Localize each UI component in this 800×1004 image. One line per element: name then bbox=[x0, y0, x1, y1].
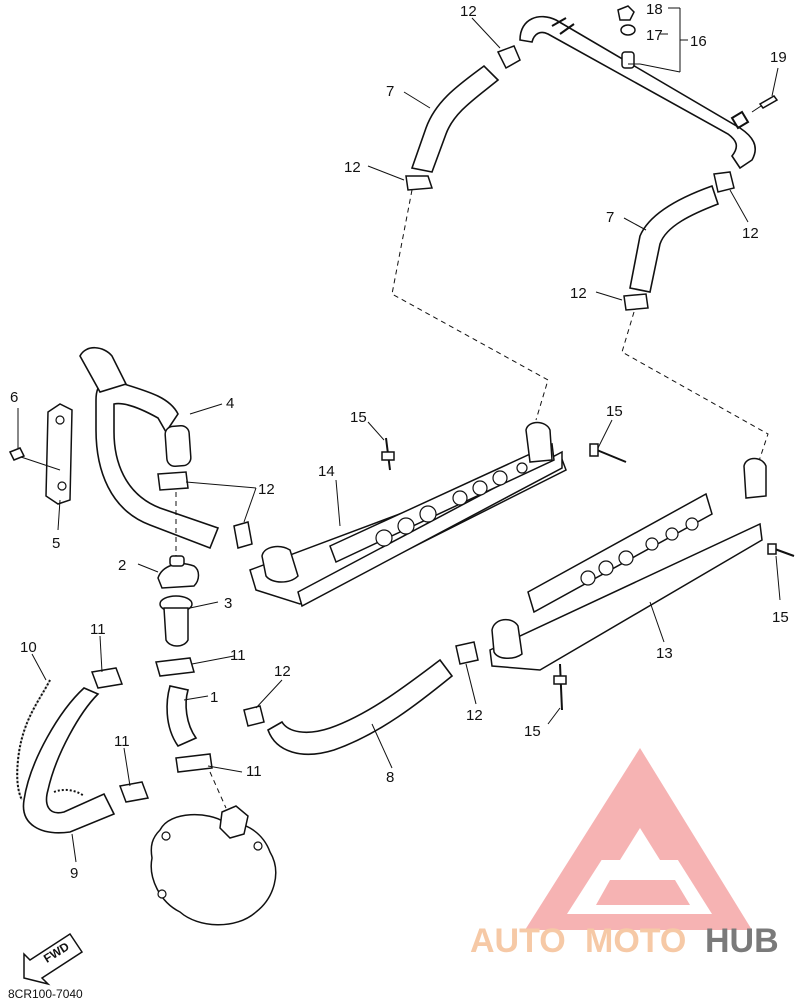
automotohub-logo bbox=[525, 748, 752, 930]
callout-5: 5 bbox=[52, 535, 60, 552]
clamp-11-b bbox=[90, 667, 124, 689]
stay-bracket-5 bbox=[8, 403, 73, 505]
clamp-12-lower-left bbox=[243, 705, 265, 727]
hose-4-pipe bbox=[79, 346, 220, 550]
upper-pipe-assembly bbox=[519, 5, 779, 170]
automotohub-wordmark: AUTO MOTO HUB bbox=[470, 922, 779, 960]
hose-7-left bbox=[410, 64, 500, 173]
callout-12-right-lower: 12 bbox=[570, 285, 587, 302]
bolt-15-c bbox=[767, 543, 795, 557]
thermostat-cover-2 bbox=[157, 555, 200, 589]
clamp-upper-right bbox=[730, 110, 750, 130]
callout-6: 6 bbox=[10, 389, 18, 406]
callout-12: 12 bbox=[460, 3, 477, 20]
leader-lines bbox=[17, 7, 781, 863]
clamp-12-right-lower bbox=[623, 293, 649, 311]
callout-18: 18 bbox=[646, 1, 663, 18]
oil-cooler-13 bbox=[489, 457, 767, 671]
thermostat-3 bbox=[159, 595, 193, 647]
clamp-12-mid-right bbox=[233, 521, 253, 549]
callout-11-d: 11 bbox=[114, 733, 130, 750]
bolt-15-b bbox=[589, 443, 627, 463]
callout-12-right: 12 bbox=[742, 225, 759, 242]
callout-2: 2 bbox=[118, 557, 126, 574]
hose-8 bbox=[267, 658, 454, 756]
callout-14: 14 bbox=[318, 463, 335, 480]
callout-3: 3 bbox=[224, 595, 232, 612]
oil-cooler-14 bbox=[249, 421, 567, 608]
clamp-12-lower-right bbox=[455, 641, 479, 665]
callout-17: 17 bbox=[646, 27, 663, 44]
callout-labels: 12 18 17 16 19 7 12 7 12 12 4 6 15 15 14… bbox=[10, 1, 789, 882]
bolt-15-d bbox=[553, 663, 567, 711]
pipe-fitting bbox=[621, 51, 635, 69]
callout-15-b: 15 bbox=[606, 403, 623, 420]
watermark-auto: AUTO bbox=[470, 922, 566, 960]
diagram-code: 8CR100-7040 bbox=[8, 987, 83, 1001]
callout-15-a: 15 bbox=[350, 409, 367, 426]
callout-12-lower-right: 12 bbox=[466, 707, 483, 724]
clamp-11-d bbox=[118, 781, 150, 803]
callout-8: 8 bbox=[386, 769, 394, 786]
callout-11-b: 11 bbox=[90, 621, 106, 638]
callout-12-lower-left: 12 bbox=[274, 663, 291, 680]
callout-7-right: 7 bbox=[606, 209, 614, 226]
callout-15-c: 15 bbox=[772, 609, 789, 626]
callout-12-left: 12 bbox=[344, 159, 361, 176]
hose-7-right bbox=[629, 184, 720, 293]
hose-9 bbox=[22, 687, 116, 834]
clamp-11-c bbox=[175, 753, 213, 773]
forward-arrow: FWD bbox=[23, 932, 84, 986]
clamp-12-left-upper bbox=[405, 175, 434, 191]
bolt-6 bbox=[8, 447, 26, 461]
callout-9: 9 bbox=[70, 865, 78, 882]
callout-11-c: 11 bbox=[246, 763, 262, 780]
watermark-moto: MOTO bbox=[585, 922, 686, 960]
hose-1 bbox=[166, 685, 198, 747]
callout-12-mid: 12 bbox=[258, 481, 275, 498]
water-pump-housing bbox=[150, 771, 277, 926]
callout-16: 16 bbox=[690, 33, 707, 50]
hose-10-corrugated bbox=[16, 679, 51, 801]
clamp-11-a bbox=[155, 657, 195, 677]
bolt-15-a bbox=[381, 437, 395, 471]
callout-13: 13 bbox=[656, 645, 673, 662]
clamp-12-mid-left bbox=[157, 471, 189, 491]
callout-4: 4 bbox=[226, 395, 234, 412]
callout-11-a: 11 bbox=[230, 647, 246, 664]
washer-17 bbox=[620, 24, 636, 36]
callout-19: 19 bbox=[770, 49, 787, 66]
callout-1: 1 bbox=[210, 689, 218, 706]
clamp-12-top bbox=[496, 45, 521, 70]
callout-15-d: 15 bbox=[524, 723, 541, 740]
bolt-18 bbox=[617, 5, 635, 21]
watermark-hub: HUB bbox=[705, 922, 779, 960]
callout-7-left: 7 bbox=[386, 83, 394, 100]
bolt-19 bbox=[758, 95, 779, 109]
callout-10: 10 bbox=[20, 639, 37, 656]
clamp-12-right-upper bbox=[713, 171, 735, 193]
